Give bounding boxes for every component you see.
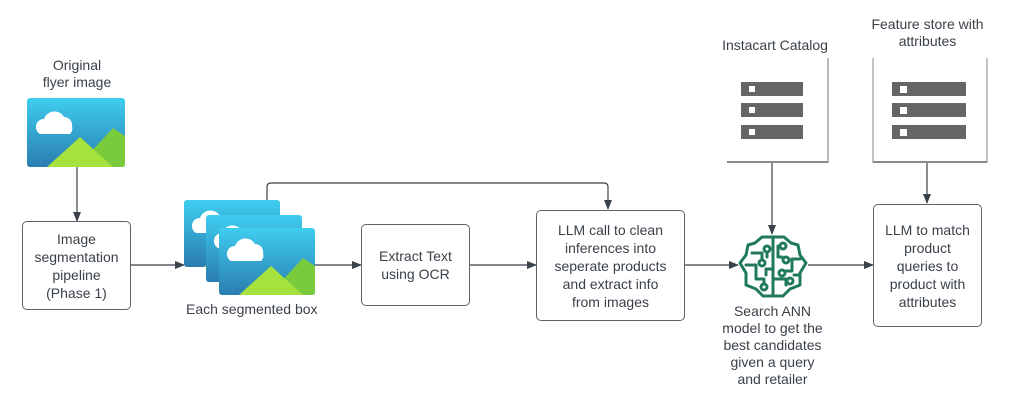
llm-match-label: LLM to match product queries to product … bbox=[885, 221, 970, 310]
catalog-database-icon bbox=[727, 58, 829, 163]
ann-search-label: Search ANN model to get the best candida… bbox=[722, 303, 823, 387]
llm-clean-node[interactable]: LLM call to clean inferences into sepera… bbox=[536, 210, 685, 321]
llm-match-node[interactable]: LLM to match product queries to product … bbox=[873, 204, 982, 327]
ocr-node[interactable]: Extract Text using OCR bbox=[361, 224, 470, 306]
segmentation-pipeline-label: Image segmentation pipeline (Phase 1) bbox=[34, 230, 119, 301]
edge-boxes-to-llm-clean bbox=[266, 182, 612, 233]
stacked-images-icon bbox=[184, 200, 315, 295]
segmentation-pipeline-node[interactable]: Image segmentation pipeline (Phase 1) bbox=[22, 221, 131, 310]
segmented-box-label: Each segmented box bbox=[186, 301, 318, 317]
original-image-label: Original flyer image bbox=[42, 57, 112, 90]
image-icon bbox=[27, 98, 125, 167]
feature-store-database-icon bbox=[872, 58, 988, 163]
brain-circuit-icon bbox=[738, 235, 808, 298]
feature-store-label: Feature store with attributes bbox=[871, 16, 984, 49]
ocr-label: Extract Text using OCR bbox=[379, 248, 452, 282]
catalog-label: Instacart Catalog bbox=[722, 37, 828, 53]
llm-clean-label: LLM call to clean inferences into sepera… bbox=[554, 221, 667, 310]
